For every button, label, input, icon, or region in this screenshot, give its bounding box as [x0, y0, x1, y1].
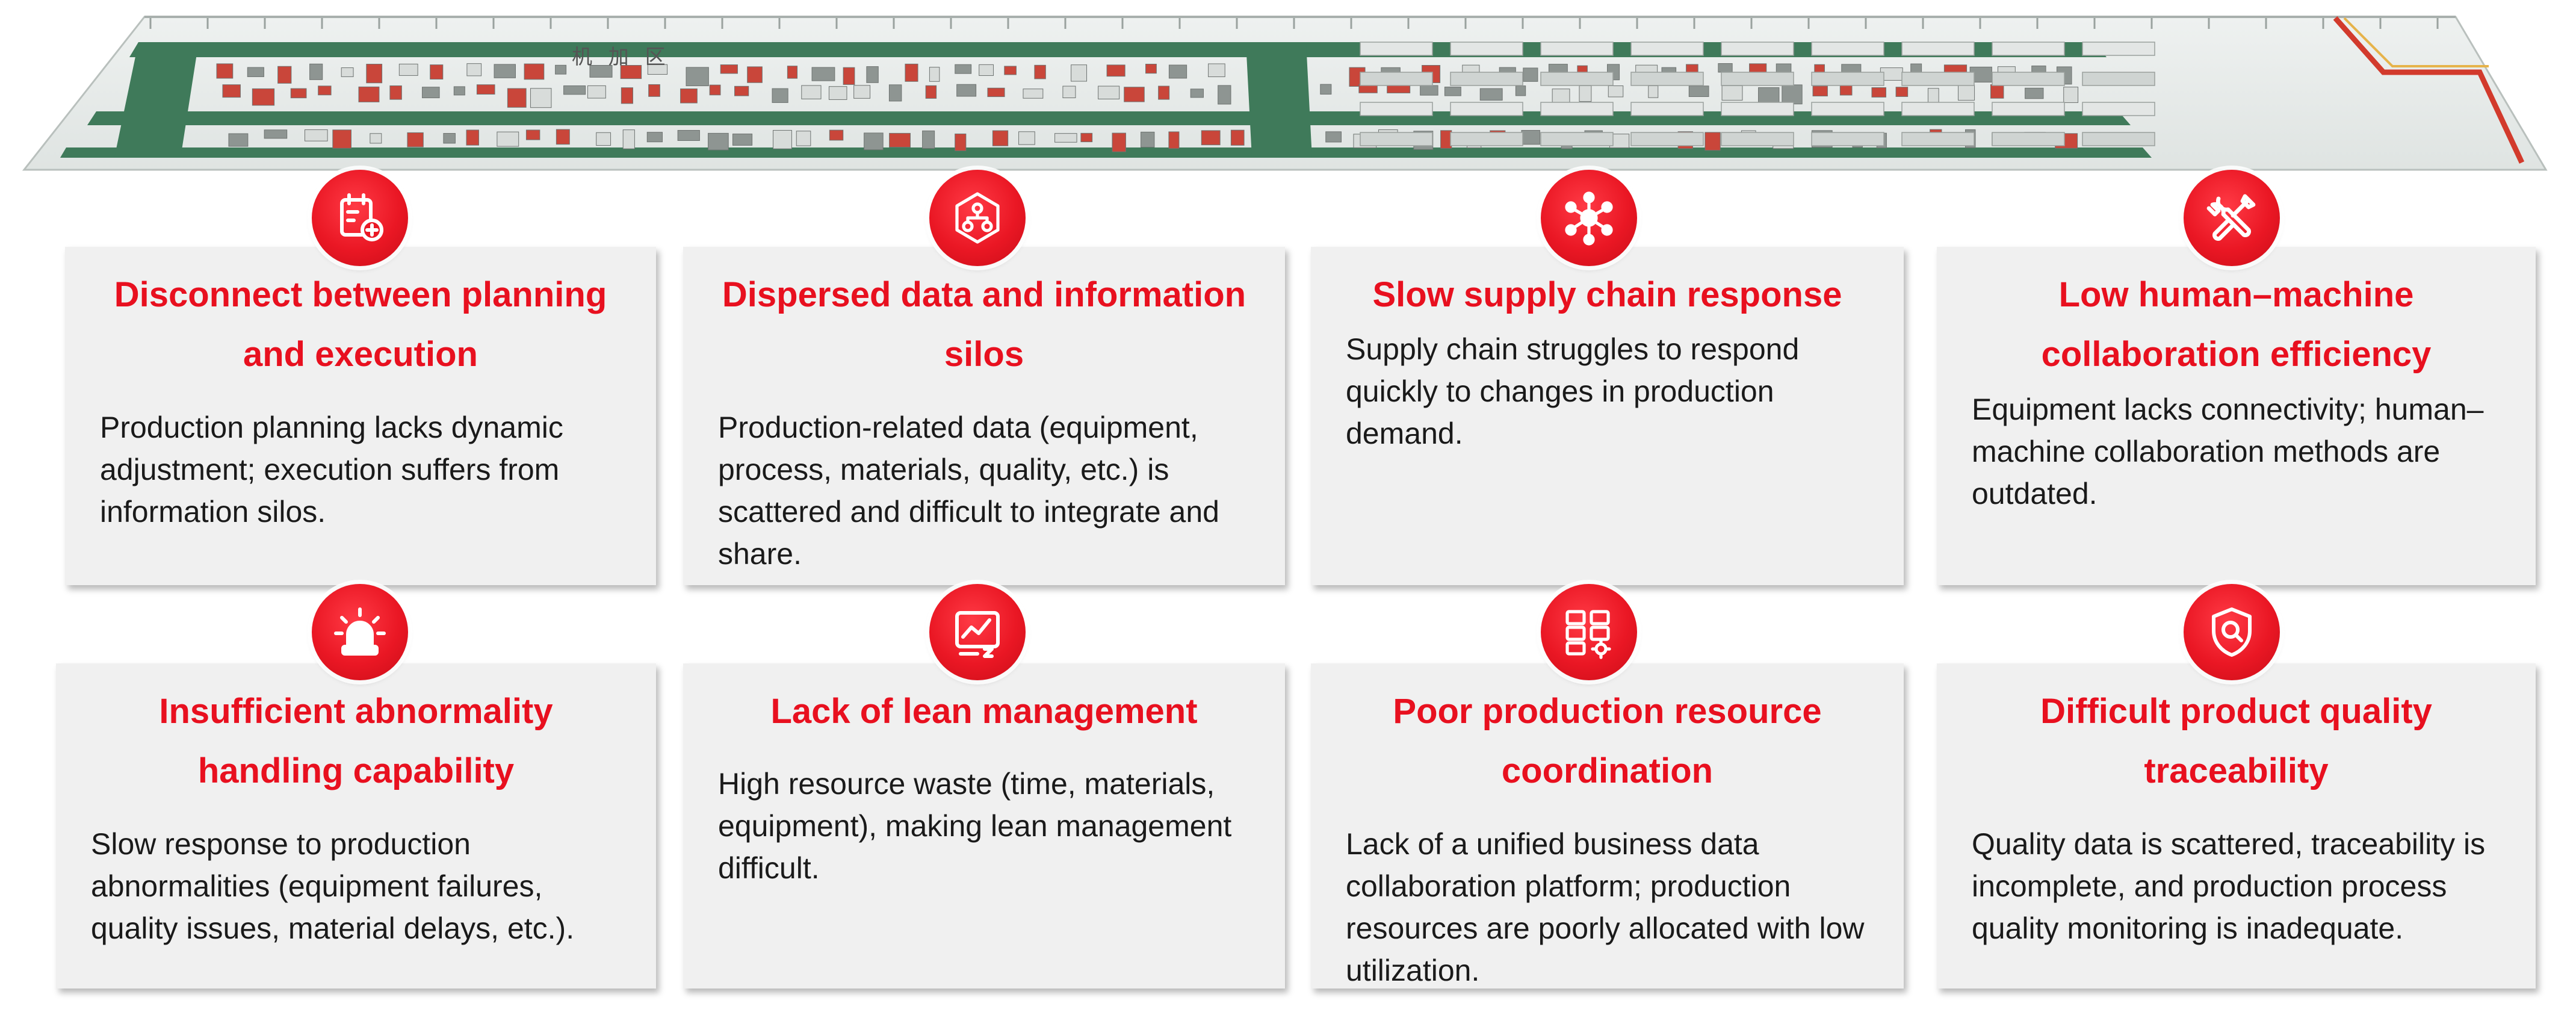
problem-card-data-silos: Dispersed data and information silos Pro…: [683, 247, 1285, 585]
trend-chart-icon: [929, 584, 1026, 680]
card-title: Disconnect between planning and executio…: [114, 275, 607, 374]
wrench-screwdriver-icon: [2184, 170, 2280, 266]
card-description: High resource waste (time, materials, eq…: [718, 767, 1232, 885]
hub-nodes-icon: [1541, 170, 1637, 266]
problem-card-quality-traceability: Difficult product quality traceability Q…: [1937, 663, 2536, 989]
zone-label: 机 加 区: [572, 45, 670, 69]
problem-card-planning-execution: Disconnect between planning and executio…: [65, 247, 656, 585]
card-title: Low human–machine collaboration efficien…: [2041, 275, 2432, 374]
problem-card-abnormality-handling: Insufficient abnormality handling capabi…: [56, 663, 656, 989]
factory-floor-illustration: 机 加 区: [22, 16, 2548, 171]
shield-search-icon: [2184, 584, 2280, 680]
card-title: Lack of lean management: [770, 692, 1198, 731]
card-description: Slow response to production abnormalitie…: [91, 827, 575, 945]
card-description: Production planning lacks dynamic adjust…: [100, 411, 563, 529]
card-description: Production-related data (equipment, proc…: [718, 411, 1219, 571]
card-description: Lack of a unified business data collabor…: [1346, 827, 1865, 987]
card-title: Dispersed data and information silos: [722, 275, 1246, 374]
servers-gear-icon: [1541, 584, 1637, 680]
problem-card-human-machine: Low human–machine collaboration efficien…: [1937, 247, 2536, 585]
card-description: Equipment lacks connectivity; human–mach…: [1972, 393, 2484, 511]
alarm-light-icon: [312, 584, 408, 680]
card-title: Difficult product quality traceability: [2040, 692, 2432, 790]
card-title: Poor production resource coordination: [1393, 692, 1822, 790]
calendar-plus-icon: [312, 170, 408, 266]
problem-card-resource-coordination: Poor production resource coordination La…: [1311, 663, 1904, 989]
card-title: Slow supply chain response: [1372, 275, 1842, 314]
problem-card-lean-management: Lack of lean management High resource wa…: [683, 663, 1285, 989]
card-description: Quality data is scattered, traceability …: [1972, 827, 2486, 945]
problem-card-supply-chain: Slow supply chain response Supply chain …: [1311, 247, 1904, 585]
card-title: Insufficient abnormality handling capabi…: [159, 692, 553, 790]
card-description: Supply chain struggles to respond quickl…: [1346, 332, 1800, 450]
network-hexagon-icon: [929, 170, 1026, 266]
